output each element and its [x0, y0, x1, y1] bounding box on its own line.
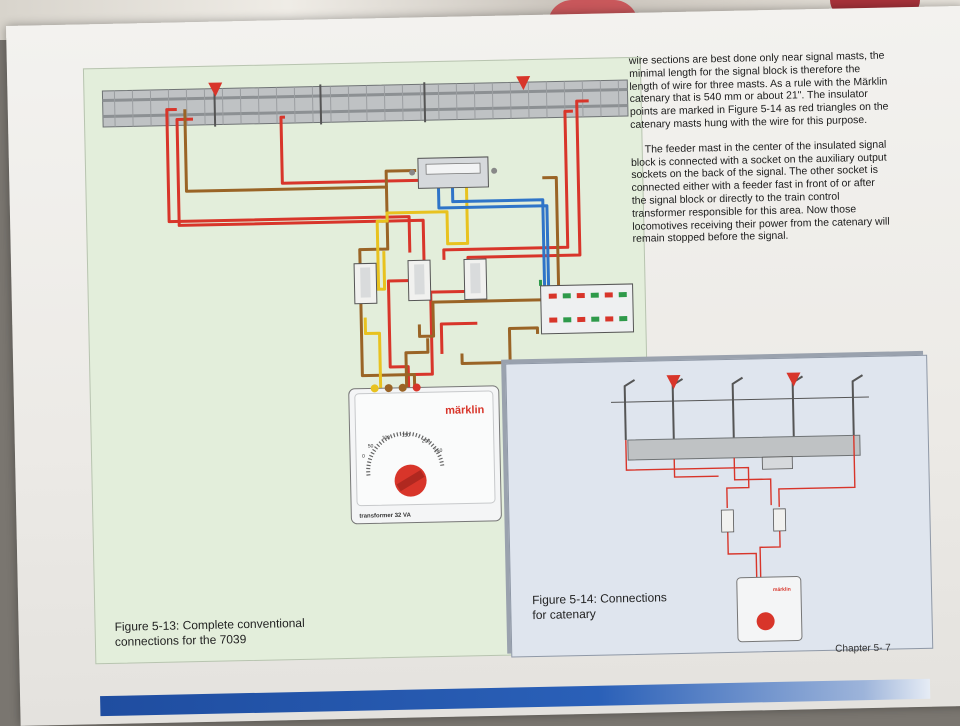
book-page: märklin 0 50 100 150 200 250 transformer…: [6, 5, 960, 726]
figure-5-13: märklin 0 50 100 150 200 250 transformer…: [82, 56, 654, 665]
relay: [720, 509, 735, 533]
insulator-triangle: [208, 82, 223, 97]
paragraph-1: wire sections are best done only near si…: [628, 49, 889, 131]
figure-5-14-caption: Figure 5-14: Connections for catenary: [532, 590, 667, 623]
body-text: wire sections are best done only near si…: [629, 50, 893, 259]
signal-box: [761, 456, 793, 470]
brand-logo: märklin: [445, 404, 485, 417]
transformer-label: transformer 32 VA: [359, 513, 411, 520]
insulator-triangle: [516, 76, 531, 91]
dial-tick: 100: [382, 435, 391, 441]
figure-5-14: märklin: [505, 354, 934, 658]
track: [627, 434, 861, 461]
brand-logo: märklin: [773, 587, 791, 593]
wiring-diagram-7039: märklin 0 50 100 150 200 250 transformer…: [101, 76, 635, 525]
transformer: märklin 0 50 100 150 200 250 transformer…: [348, 383, 502, 525]
relay: [772, 508, 787, 532]
insulator-triangle: [786, 372, 801, 387]
paragraph-2: The feeder mast in the center of the ins…: [630, 138, 890, 246]
footer-bar: [100, 678, 931, 717]
track: [101, 79, 629, 128]
transformer-small: märklin: [736, 576, 803, 643]
caption-line: Figure 5-14: Connections: [531, 590, 668, 608]
caption-line: for catenary: [532, 606, 596, 623]
figure-5-13-caption: Figure 5-13: Complete conventional conne…: [114, 616, 305, 650]
insulator-triangle: [666, 374, 681, 390]
wires: [165, 99, 589, 389]
control-box: [540, 283, 635, 335]
dial-tick: 50: [368, 443, 374, 449]
chapter-page-number: Chapter 5- 7: [835, 642, 891, 655]
wires: [625, 435, 856, 578]
catenary-masts: [611, 374, 869, 441]
dial-tick: 200: [422, 438, 431, 444]
dial-tick: 150: [402, 433, 411, 439]
dial-tick: 0: [362, 454, 365, 460]
signal-box: [409, 156, 498, 189]
dial-tick: 250: [434, 448, 443, 454]
catenary-diagram: märklin: [611, 372, 869, 643]
relay-units: [353, 258, 488, 305]
